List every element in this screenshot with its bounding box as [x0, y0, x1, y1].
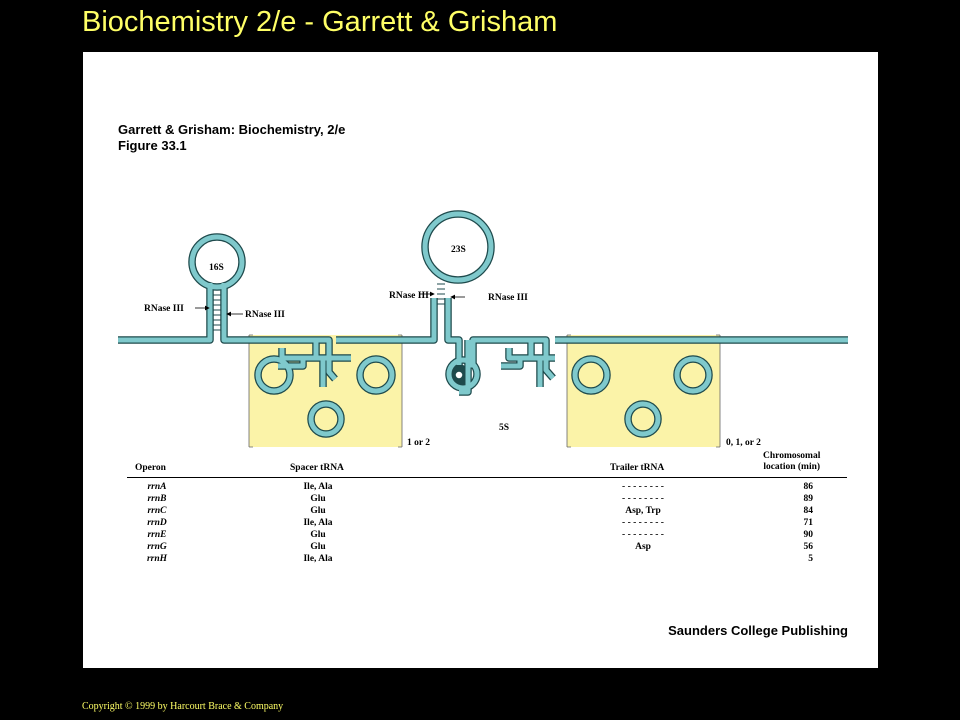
label-rnase-16s-left: RNase III	[144, 304, 184, 314]
cell-trailer: - - - - - - - -	[622, 494, 664, 504]
cell-operon: rrnD	[147, 518, 167, 528]
header-location-line2: location (min)	[763, 462, 821, 472]
header-location: Chromosomal location (min)	[763, 451, 820, 473]
cell-operon: rrnG	[147, 542, 167, 552]
label-rnase-23s-left: RNase III	[389, 291, 429, 301]
cell-operon: rrnE	[147, 530, 167, 540]
table-row: rrnB Glu - - - - - - - - 89	[83, 494, 878, 506]
figure-caption-line2: Figure 33.1	[118, 138, 187, 153]
cell-spacer: Glu	[310, 506, 326, 516]
cell-location: 84	[803, 506, 814, 516]
label-trailer-count: 0, 1, or 2	[726, 438, 761, 448]
cell-location: 90	[803, 530, 814, 540]
cell-trailer: - - - - - - - -	[622, 530, 664, 540]
cell-spacer: Glu	[310, 530, 326, 540]
box-brackets	[248, 334, 721, 448]
cell-location: 71	[803, 518, 814, 528]
cell-spacer: Ile, Ala	[303, 482, 333, 492]
table-row: rrnE Glu - - - - - - - - 90	[83, 530, 878, 542]
figure-caption: Garrett & Grisham: Biochemistry, 2/e Fig…	[118, 122, 345, 154]
rrn-operon-diagram: 16S 23S 5S RNase III RNase III RNase III…	[118, 210, 848, 448]
figure-caption-line1: Garrett & Grisham: Biochemistry, 2/e	[118, 122, 346, 137]
table-row: rrnD Ile, Ala - - - - - - - - 71	[83, 518, 878, 530]
publisher-credit: Saunders College Publishing	[668, 623, 848, 638]
header-trailer-trna: Trailer tRNA	[610, 463, 665, 473]
label-rnase-16s-right: RNase III	[245, 310, 285, 320]
label-23s: 23S	[451, 245, 466, 255]
cell-operon: rrnC	[147, 506, 167, 516]
cell-trailer: - - - - - - - -	[622, 518, 664, 528]
slide-title: Biochemistry 2/e - Garrett & Grisham	[82, 6, 558, 38]
cell-trailer: Asp, Trp	[625, 506, 661, 516]
cell-spacer: Glu	[310, 494, 326, 504]
cell-location: 56	[803, 542, 814, 552]
cell-operon: rrnH	[146, 554, 168, 564]
cell-operon: rrnA	[147, 482, 167, 492]
copyright-notice: Copyright © 1999 by Harcourt Brace & Com…	[82, 701, 284, 712]
cell-spacer: Ile, Ala	[303, 518, 333, 528]
cell-location: 86	[803, 482, 814, 492]
label-5s: 5S	[499, 423, 509, 433]
header-location-line1: Chromosomal	[763, 451, 821, 461]
table-header-rule	[127, 477, 847, 478]
rna-strand	[118, 210, 848, 438]
table-row: rrnH Ile, Ala 5	[83, 554, 878, 566]
cell-operon: rrnB	[147, 494, 167, 504]
table-row: rrnC Glu Asp, Trp 84	[83, 506, 878, 518]
rnase-arrows	[195, 291, 465, 317]
cell-spacer: Glu	[310, 542, 326, 552]
label-16s: 16S	[209, 263, 224, 273]
cell-trailer: Asp	[635, 542, 651, 552]
table-row: rrnA Ile, Ala - - - - - - - - 86	[83, 482, 878, 494]
cell-trailer: - - - - - - - -	[622, 482, 664, 492]
table-row: rrnG Glu Asp 56	[83, 542, 878, 554]
cell-spacer: Ile, Ala	[303, 554, 333, 564]
header-spacer-trna: Spacer tRNA	[290, 463, 344, 473]
figure-panel: Garrett & Grisham: Biochemistry, 2/e Fig…	[83, 52, 878, 668]
label-rnase-23s-right: RNase III	[488, 293, 528, 303]
label-spacer-count: 1 or 2	[407, 438, 430, 448]
header-operon: Operon	[135, 463, 166, 473]
stem-base-pairs	[213, 283, 445, 331]
cell-location: 5	[808, 554, 813, 564]
cell-location: 89	[803, 494, 814, 504]
